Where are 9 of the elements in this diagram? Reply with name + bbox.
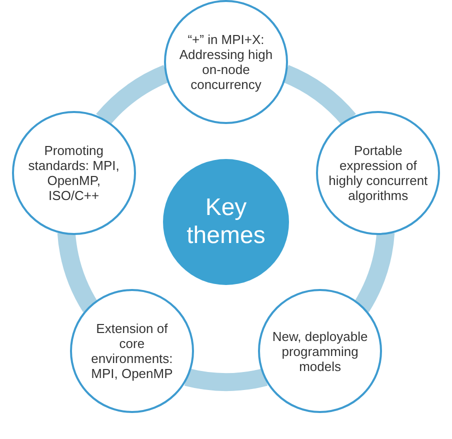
ring-segment: [184, 368, 268, 391]
theme-text: Promoting standards: MPI, OpenMP, ISO/C++: [27, 142, 120, 203]
ring-segment: [57, 231, 99, 312]
theme-text: New, deployable programming models: [271, 328, 369, 374]
ring-segment: [353, 231, 395, 312]
theme-text: Extension of core environments: MPI, OpenMP: [90, 321, 174, 382]
hub-title: Key themes: [186, 194, 266, 250]
theme-text: “+” in MPI+X: Addressing high on-node concurrency: [178, 32, 274, 92]
theme-text: Portable expression of highly concurrent algorithms: [328, 142, 428, 203]
